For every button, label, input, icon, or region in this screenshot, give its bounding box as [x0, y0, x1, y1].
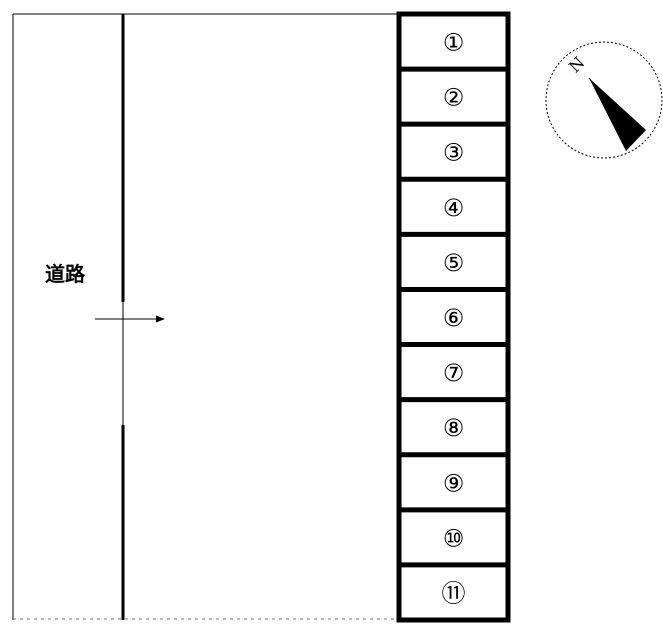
- lot-label: ⑨: [443, 469, 465, 497]
- lot-label: ⑥: [443, 304, 465, 332]
- lots-outer-frame: [396, 11, 511, 623]
- lot-label: ④: [443, 194, 465, 222]
- lot-label: ①: [443, 29, 465, 57]
- parking-lots-column: ① ② ③ ④ ⑤ ⑥ ⑦ ⑧ ⑨ ⑩ ⑪: [396, 11, 511, 623]
- lot-label: ⑪: [442, 579, 466, 607]
- lot-label: ⑤: [443, 249, 465, 277]
- compass-circle: [545, 41, 663, 159]
- lot-label: ③: [443, 139, 465, 167]
- north-arrow-icon: [589, 78, 646, 151]
- lot-label: ②: [443, 84, 465, 112]
- lot-label: ⑦: [443, 359, 465, 387]
- road-label: 道路: [45, 262, 86, 286]
- north-label: N: [565, 53, 588, 76]
- entrance-arrow-icon: [95, 315, 165, 323]
- lot-label: ⑩: [443, 524, 465, 552]
- lot-label: ⑧: [443, 414, 465, 442]
- north-compass: N: [545, 41, 663, 159]
